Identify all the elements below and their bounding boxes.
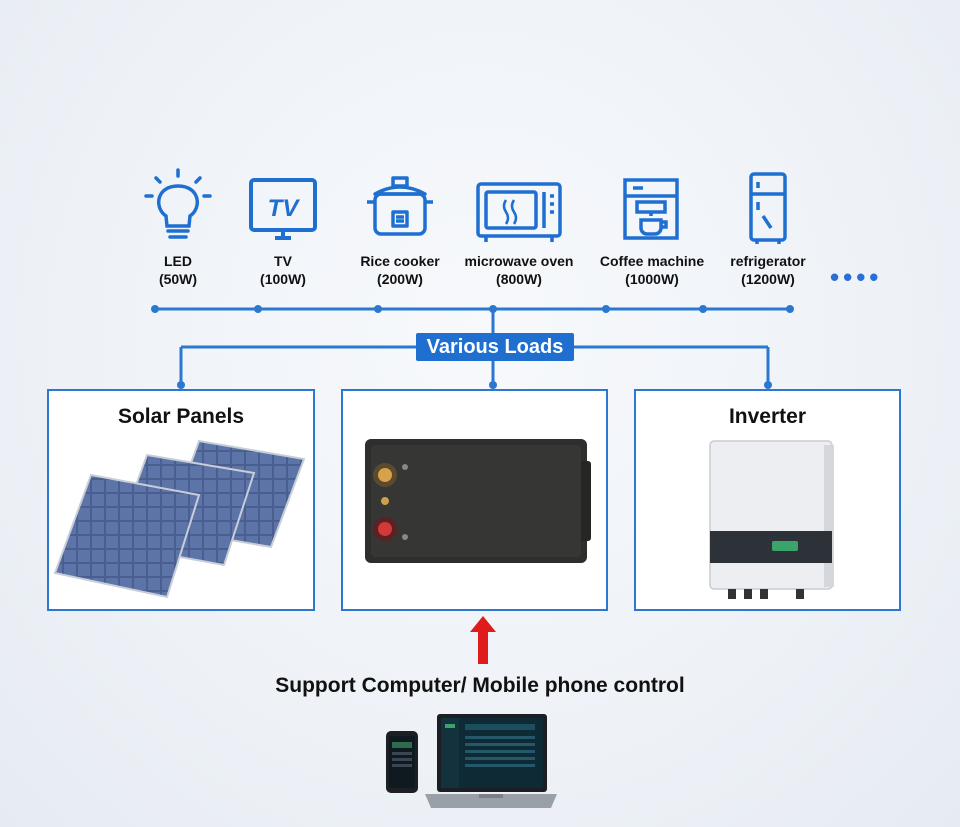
- tv-icon-text: TV: [268, 195, 301, 222]
- load-watts: (1000W): [625, 271, 679, 287]
- up-arrow-icon: [470, 616, 496, 664]
- support-control-text: Support Computer/ Mobile phone control: [275, 674, 685, 697]
- load-watts: (100W): [260, 271, 306, 287]
- more-loads-indicator: ••••: [830, 262, 883, 292]
- load-label: Coffee machine: [599, 253, 705, 269]
- load-watts: (800W): [496, 271, 542, 287]
- panel-title: Solar Panels: [117, 405, 245, 428]
- panel-title: Inverter: [728, 405, 807, 428]
- load-tv: TV TV (100W): [213, 172, 353, 288]
- laptop-image: [425, 714, 557, 808]
- battery-box: [341, 389, 608, 611]
- load-led: LED (50W): [108, 166, 248, 288]
- load-watts: (1200W): [741, 271, 795, 287]
- phone-image: [386, 731, 418, 793]
- load-microwave: microwave oven (800W): [449, 172, 589, 288]
- load-watts: (50W): [158, 271, 198, 287]
- microwave-icon: [476, 182, 562, 242]
- load-coffee-machine: Coffee machine (1000W): [582, 172, 722, 288]
- solar-panel-image: [53, 439, 306, 599]
- load-label: refrigerator: [730, 253, 806, 269]
- load-watts: (200W): [377, 271, 423, 287]
- rice-cooker-icon: [367, 176, 433, 236]
- solar-panels-box: Solar Panels: [47, 389, 315, 611]
- coffee-machine-icon: [623, 178, 679, 240]
- load-refrigerator: refrigerator (1200W): [698, 170, 838, 288]
- load-label: microwave oven: [464, 253, 574, 269]
- load-label: Rice cooker: [360, 253, 440, 269]
- load-rice-cooker: Rice cooker (200W): [330, 172, 470, 288]
- load-label: LED: [164, 253, 192, 269]
- inverter-image: [709, 440, 834, 599]
- load-label: TV: [274, 253, 292, 269]
- refrigerator-icon: [749, 172, 787, 244]
- inverter-box: Inverter: [634, 389, 901, 611]
- various-loads-badge: Various Loads: [416, 333, 574, 361]
- bulb-icon: [144, 168, 212, 239]
- tv-icon: TV: [249, 178, 317, 240]
- battery-image: [365, 439, 591, 563]
